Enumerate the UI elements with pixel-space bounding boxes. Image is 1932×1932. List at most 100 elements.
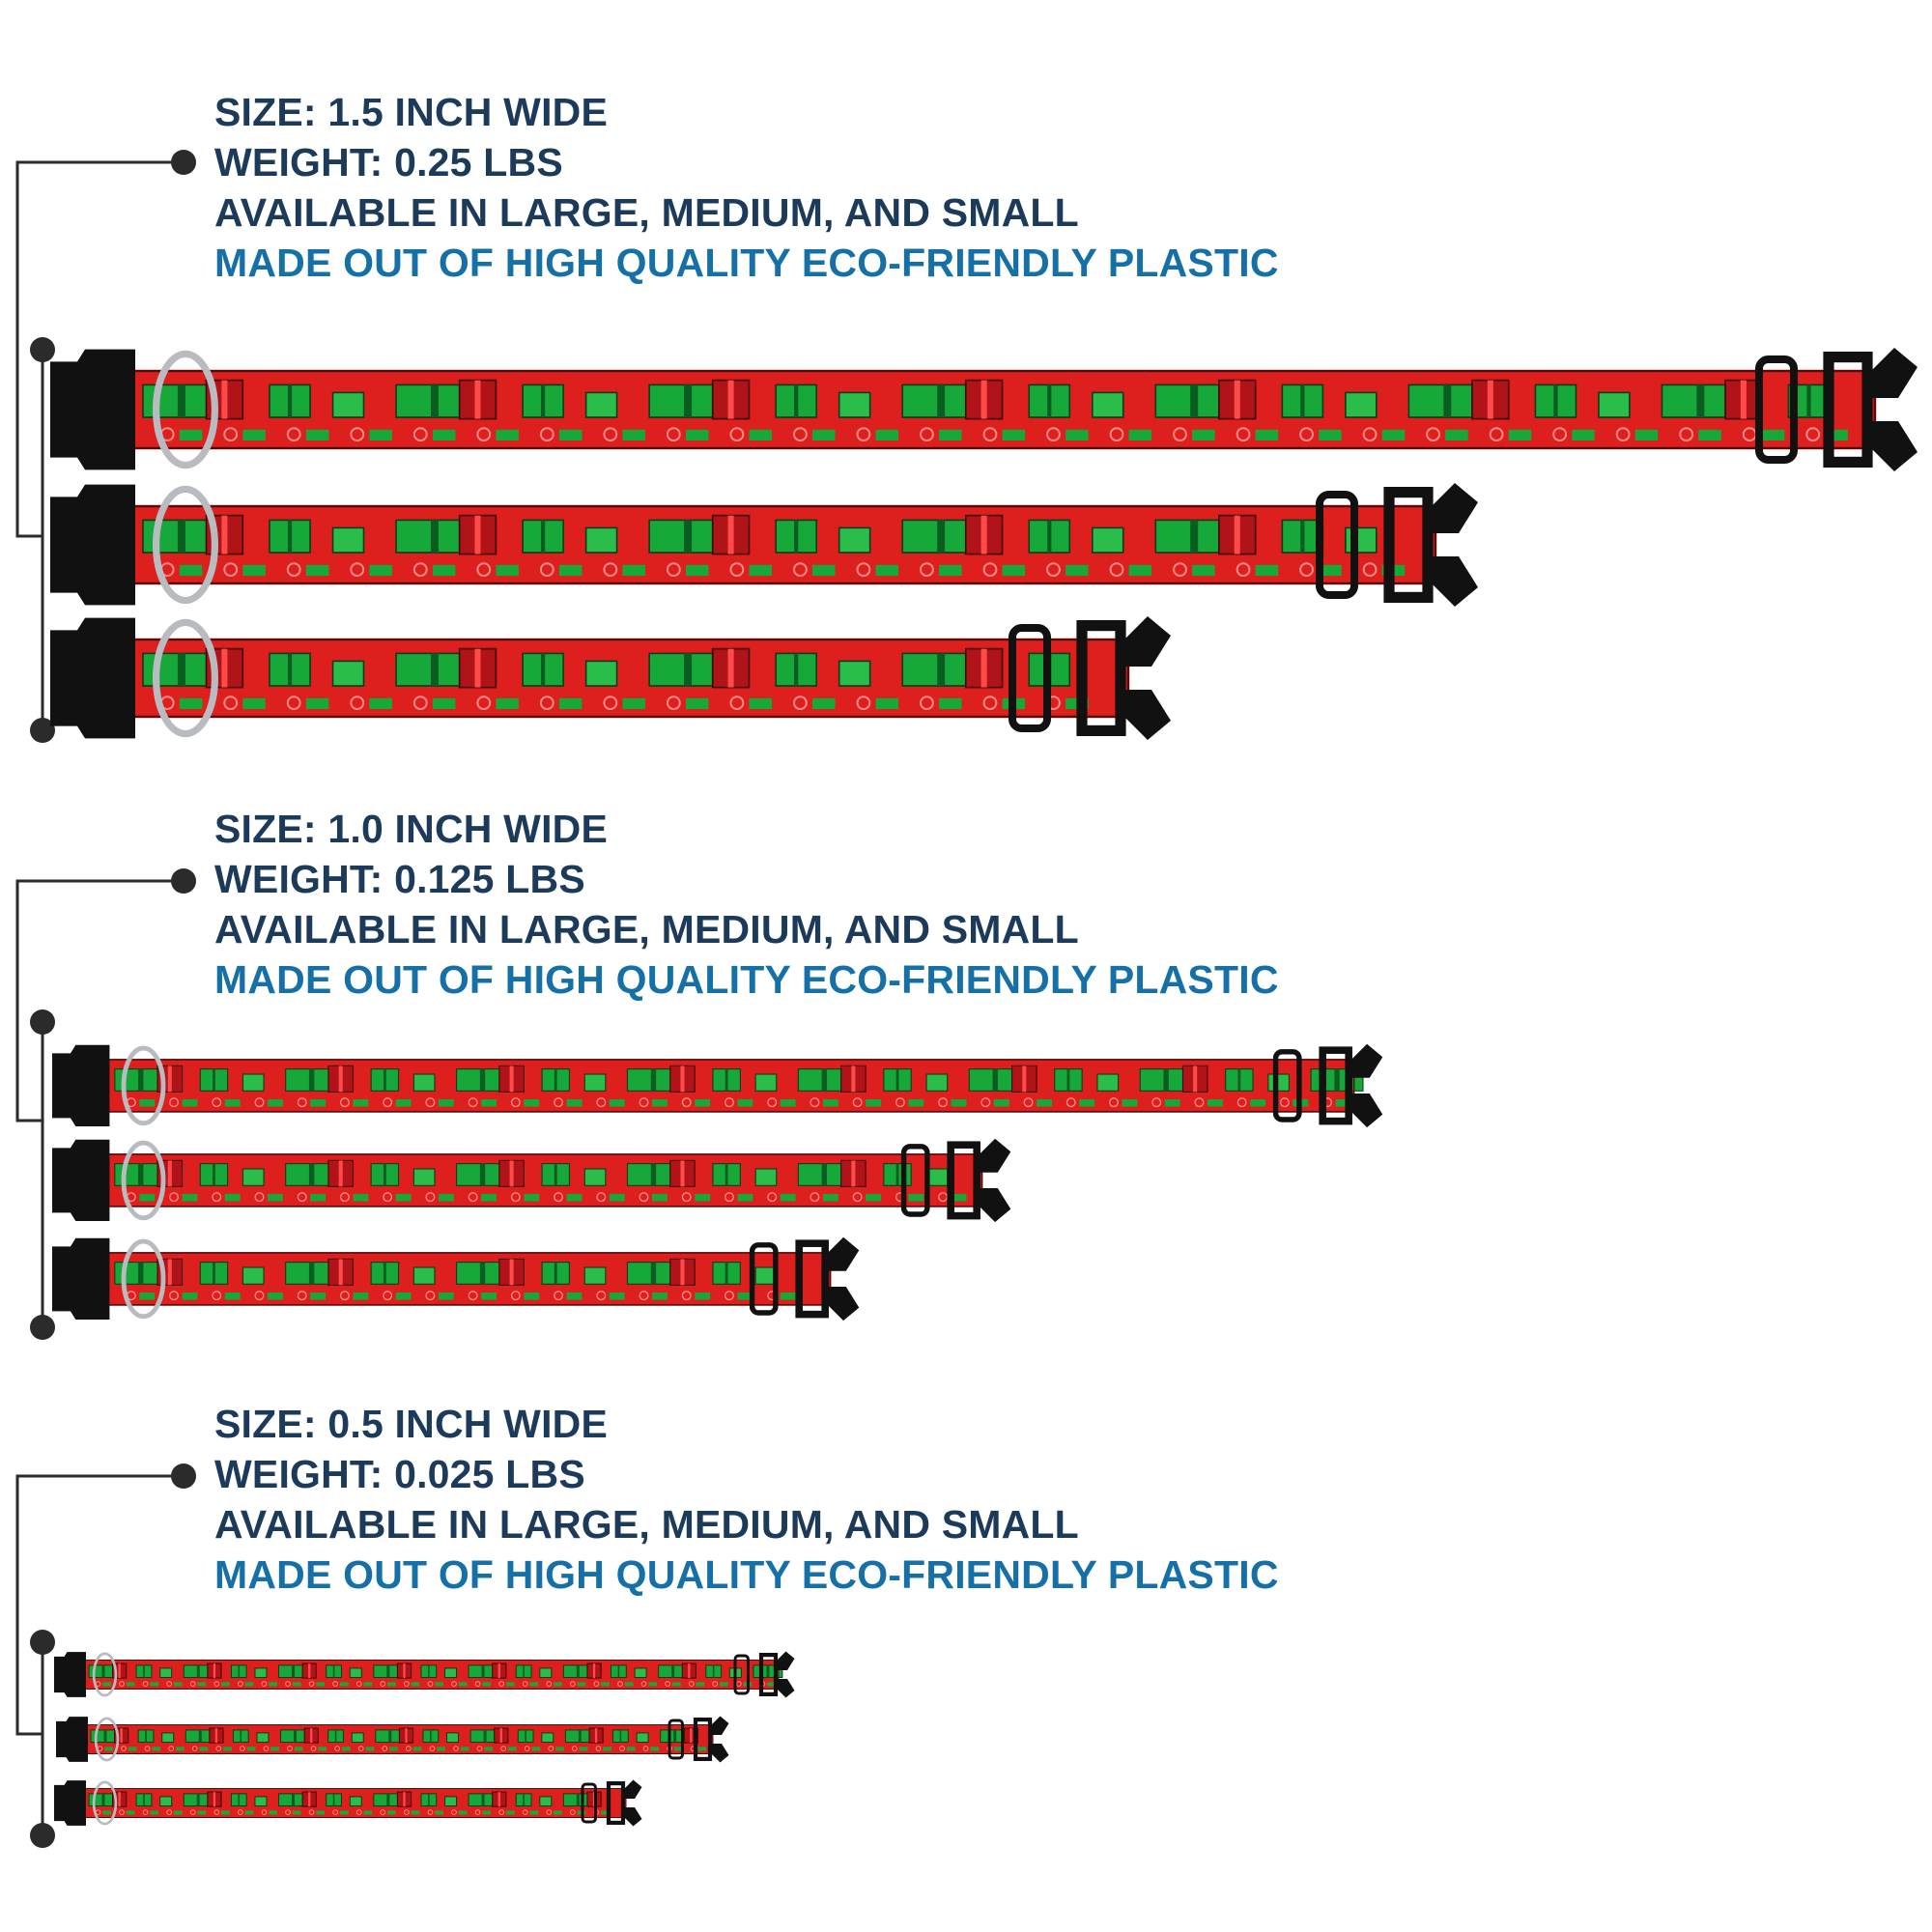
bow-icon	[793, 427, 808, 441]
gift-icon	[305, 429, 329, 440]
collar-small	[50, 612, 1194, 744]
gift-icon	[577, 1681, 586, 1686]
gift-icon	[310, 1194, 327, 1202]
buckle-male-prongs-icon	[710, 1716, 729, 1762]
gift-icon	[221, 1681, 230, 1686]
gift-ribbon	[895, 1068, 899, 1092]
gift-icon	[349, 1666, 362, 1678]
size-label: SIZE: 1.0 INCH WIDE	[214, 807, 609, 851]
bow-icon	[169, 1291, 180, 1301]
bow-icon	[287, 1745, 293, 1751]
gift-ribbon	[474, 515, 481, 554]
gift-icon	[539, 1666, 553, 1678]
gift-icon	[1250, 1099, 1266, 1107]
gift-icon	[531, 1746, 541, 1750]
gift-ribbon	[554, 1262, 557, 1285]
buckle-female-icon	[50, 617, 135, 739]
bow-icon	[142, 1808, 149, 1815]
gift-icon	[331, 526, 365, 554]
gift-icon	[524, 1293, 540, 1300]
gift-ribbon	[213, 1662, 216, 1678]
bow-icon	[810, 1192, 820, 1203]
slider-icon	[668, 1719, 684, 1759]
bow-icon	[339, 1291, 350, 1301]
bow-icon	[1109, 427, 1124, 441]
gift-icon	[102, 1809, 111, 1814]
bow-icon	[724, 1097, 734, 1108]
gift-icon	[505, 1681, 515, 1686]
gift-ribbon	[541, 520, 546, 553]
bow-icon	[639, 1097, 649, 1108]
gift-ribbon	[310, 1727, 313, 1743]
bow-icon	[383, 1291, 393, 1301]
gift-icon	[199, 1746, 209, 1750]
bow-icon	[332, 1680, 339, 1687]
connector-dot	[30, 1009, 55, 1035]
bow-icon	[468, 1192, 478, 1203]
gift-icon	[767, 1681, 776, 1686]
gift-icon	[224, 1194, 241, 1202]
gift-icon	[242, 1168, 265, 1186]
gift-icon	[365, 1746, 375, 1750]
gift-icon	[1825, 429, 1848, 440]
gift-icon	[316, 1681, 326, 1686]
gift-icon	[584, 660, 618, 687]
slider-icon	[1272, 1049, 1302, 1122]
gift-icon	[697, 1746, 707, 1750]
buckle-female-icon	[54, 1651, 86, 1697]
d-ring-icon	[94, 1717, 120, 1761]
gift-icon	[244, 1681, 254, 1686]
gift-icon	[650, 1746, 660, 1750]
gift-ribbon	[118, 1662, 121, 1678]
gift-ribbon	[196, 1793, 200, 1805]
gift-ribbon	[403, 1662, 406, 1678]
gift-icon	[558, 697, 582, 709]
bow-icon	[355, 1680, 362, 1687]
gift-icon	[182, 1099, 198, 1107]
gift-ribbon	[177, 520, 185, 553]
gift-icon	[363, 1809, 373, 1814]
collar-graphic	[50, 616, 1171, 740]
bow-icon	[1236, 427, 1251, 441]
bow-icon	[357, 1745, 364, 1751]
bow-icon	[856, 427, 871, 441]
bow-icon	[286, 427, 301, 441]
bow-icon	[712, 1680, 719, 1687]
size-label: SIZE: 1.5 INCH WIDE	[214, 90, 609, 134]
bow-icon	[639, 1192, 649, 1203]
gift-ribbon	[671, 1664, 675, 1677]
gift-ribbon	[509, 1160, 514, 1187]
gift-icon	[446, 1731, 460, 1743]
bow-icon	[980, 1097, 991, 1108]
bow-icon	[619, 1745, 625, 1751]
gift-icon	[411, 1681, 420, 1686]
gift-icon	[622, 564, 645, 576]
gift-icon	[695, 1194, 711, 1202]
gift-icon	[316, 1809, 326, 1814]
gift-icon	[102, 1681, 111, 1686]
gift-icon	[484, 1746, 494, 1750]
bow-icon	[554, 1192, 564, 1203]
collar-medium	[50, 479, 1501, 611]
bow-icon	[539, 696, 554, 710]
gift-ribbon	[338, 1160, 343, 1187]
gift-ribbon	[332, 1793, 335, 1805]
bow-icon	[510, 1291, 521, 1301]
gift-pattern	[114, 1258, 796, 1301]
gift-icon	[685, 697, 709, 709]
gift-icon	[496, 429, 519, 440]
gift-ribbon	[474, 380, 481, 419]
gift-icon	[268, 1099, 283, 1107]
availability-label: AVAILABLE IN LARGE, MEDIUM, AND SMALL	[214, 907, 1079, 952]
gift-ribbon	[1234, 515, 1240, 554]
buckle-female-icon	[52, 1044, 110, 1127]
bow-icon	[1046, 427, 1061, 441]
gift-icon	[737, 1293, 753, 1300]
gift-icon	[481, 1293, 497, 1300]
gift-icon	[626, 1746, 636, 1750]
gift-icon	[601, 1809, 610, 1814]
gift-ribbon	[292, 1664, 296, 1677]
collar-graphic	[54, 1779, 642, 1826]
gift-icon	[737, 1099, 753, 1107]
size-label: SIZE: 0.5 INCH WIDE	[214, 1402, 609, 1446]
